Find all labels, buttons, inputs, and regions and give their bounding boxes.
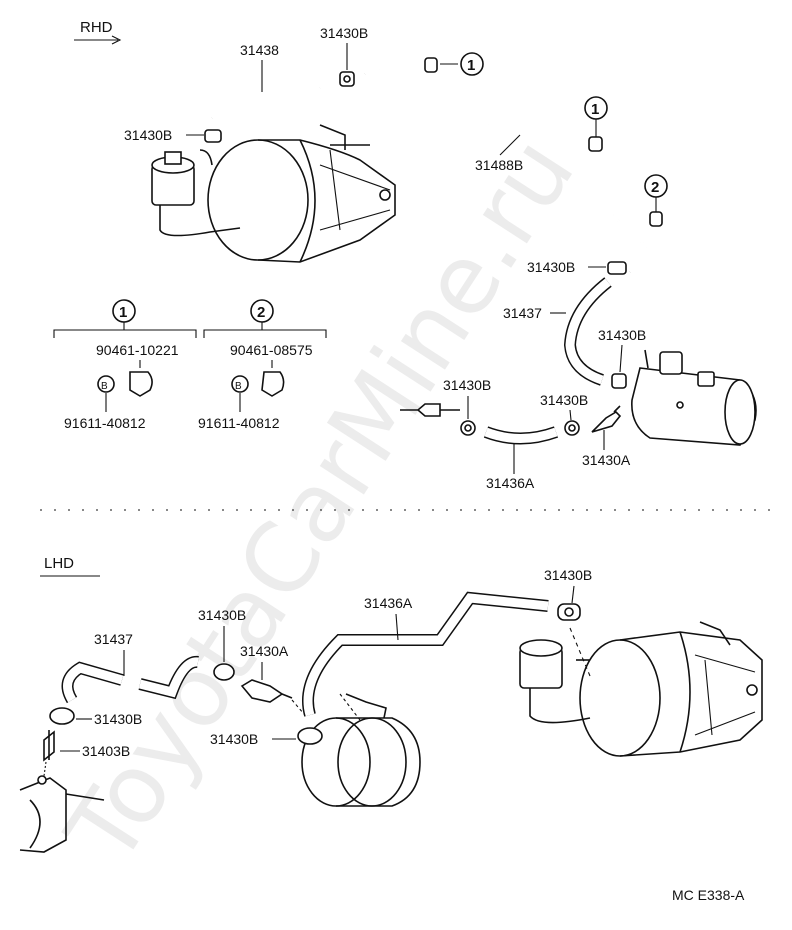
label-clamp-bottom-lhd: 31430B [94, 711, 142, 727]
section-title-rhd: RHD [80, 19, 113, 36]
clamp-top-lhd [557, 603, 581, 621]
legend-1-bolt: 91611-40812 [64, 415, 146, 431]
label-31430a-rhd: 31430A [582, 452, 631, 468]
label-clamp-lower-left-rhd: 31430B [443, 377, 491, 393]
fitting-31403b [43, 730, 55, 762]
svg-text:B: B [235, 381, 242, 392]
diagram-code: MC E338-A [672, 887, 745, 903]
air-intake-rhd [631, 349, 757, 446]
label-31436a-rhd: 31436A [486, 475, 535, 491]
callout-1-right: 1 [584, 96, 608, 152]
svg-text:2: 2 [651, 179, 659, 196]
label-31488b: 31488B [475, 157, 523, 173]
legend-2-part: 90461-08575 [230, 342, 313, 358]
callout-2-right: 2 [644, 174, 668, 227]
clamp-top-rhd [339, 71, 355, 87]
callout-1-top: 1 [424, 52, 484, 76]
label-31436a-lhd: 31436A [364, 595, 413, 611]
connector-rhd [400, 403, 460, 417]
label-31438: 31438 [240, 42, 279, 58]
label-31437-lhd: 31437 [94, 631, 133, 647]
valve-31430a-rhd [591, 405, 622, 433]
section-title-lhd: LHD [44, 555, 74, 572]
label-valve-a-lhd: 31430A [240, 643, 289, 659]
svg-text:2: 2 [257, 304, 265, 321]
svg-text:B: B [101, 381, 108, 392]
label-clamp-right-rhd: 31430B [598, 327, 646, 343]
label-clamp-top-lhd: 31430B [544, 567, 592, 583]
legend-2-bolt: 91611-40812 [198, 415, 280, 431]
clamp-left-lhd [297, 727, 323, 745]
clamp-lower-mid-rhd [564, 420, 580, 436]
label-31403b: 31403B [82, 743, 130, 759]
valve-a-lhd [240, 679, 293, 703]
clamp-mid-rhd [607, 261, 627, 275]
legend-group-2: 2 90461-08575 B 91611-40812 [198, 299, 327, 431]
clamp-bottom-lhd [49, 707, 75, 725]
air-intake-lhd [301, 693, 421, 807]
svg-text:1: 1 [467, 57, 475, 74]
brake-booster-lhd [519, 621, 763, 757]
legend-1-part: 90461-10221 [96, 342, 179, 358]
label-clamp-lower-mid-rhd: 31430B [540, 392, 588, 408]
clamp-a-lhd [213, 663, 235, 681]
engine-port-lhd [19, 761, 105, 853]
clamp-right-rhd [611, 373, 627, 389]
label-clamp-top-rhd: 31430B [320, 25, 368, 41]
label-clamp-left-rhd: 31430B [124, 127, 172, 143]
label-clamp-left-lhd: 31430B [210, 731, 258, 747]
label-clamp-mid-rhd: 31430B [527, 259, 575, 275]
clamp-left-rhd [204, 129, 222, 143]
svg-text:1: 1 [591, 101, 599, 118]
clamp-lower-left-rhd [460, 420, 476, 436]
label-31437-rhd: 31437 [503, 305, 542, 321]
svg-text:1: 1 [119, 304, 127, 321]
label-clamp-a-lhd: 31430B [198, 607, 246, 623]
legend-group-1: 1 90461-10221 B 91611-40812 [53, 299, 197, 431]
brake-booster-rhd [151, 124, 396, 263]
